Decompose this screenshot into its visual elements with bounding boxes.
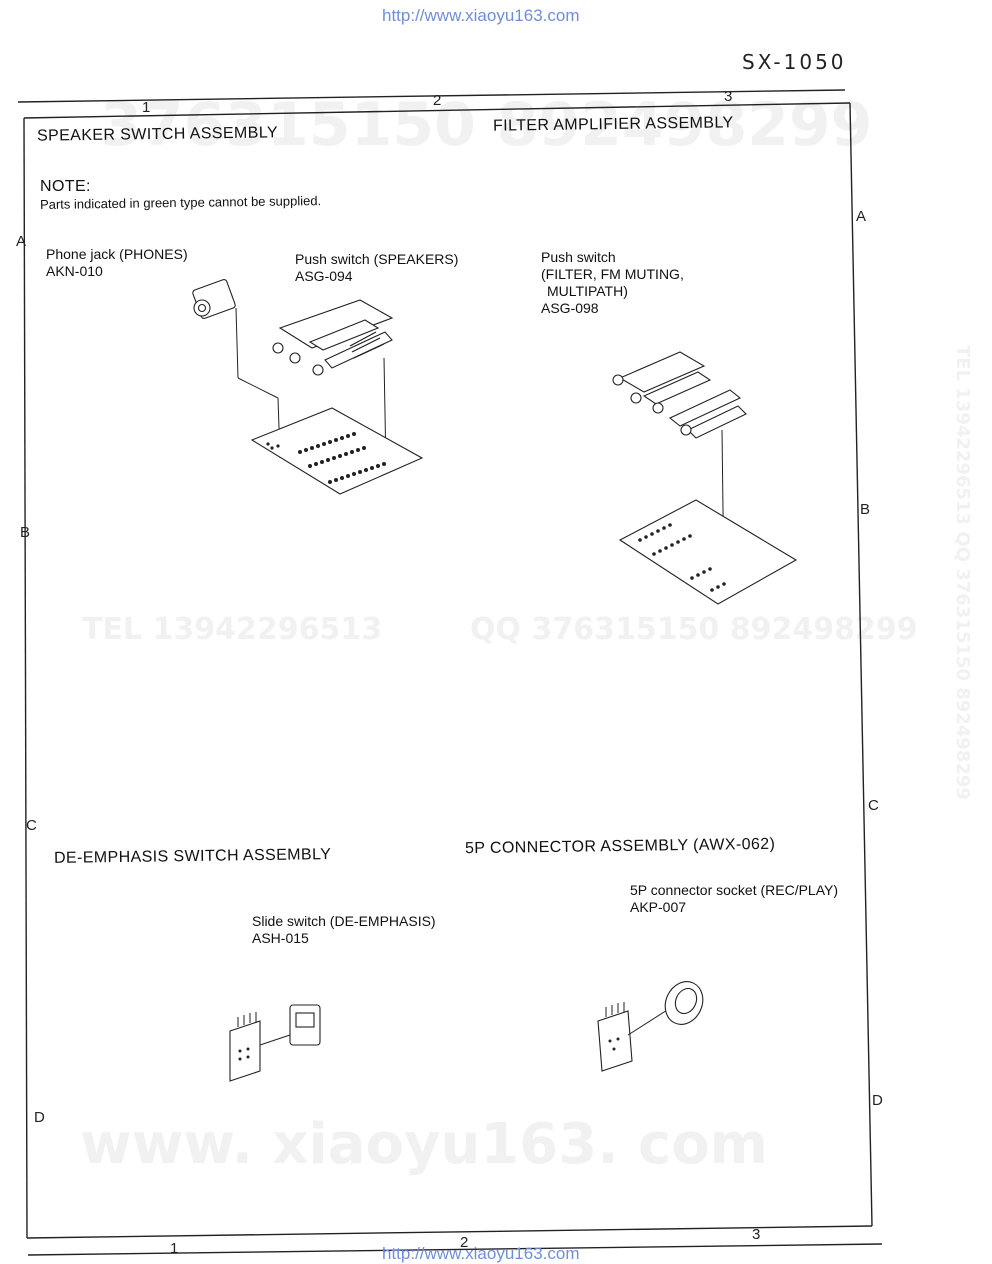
grid-col-top-2: 2	[433, 92, 442, 109]
model-number: SX-1050	[742, 50, 847, 74]
filter-push-switch-name: Push switch	[541, 249, 616, 265]
grid-col-top-1: 1	[142, 99, 151, 116]
slide-switch-name: Slide switch (DE-EMPHASIS)	[252, 913, 436, 929]
speaker-switch-heading: SPEAKER SWITCH ASSEMBLY	[36, 124, 279, 145]
speaker-push-switch-label: Push switch (SPEAKERS) ASG-094	[295, 251, 458, 285]
connector-socket-icon	[664, 981, 704, 1025]
grid-row-right-b: B	[860, 501, 871, 518]
slide-switch-part: ASH-015	[252, 930, 309, 946]
filter-push-switch-line2: (FILTER, FM MUTING,	[541, 266, 684, 282]
phone-jack-icon	[192, 279, 236, 319]
deemphasis-heading: DE-EMPHASIS SWITCH ASSEMBLY	[53, 846, 332, 867]
grid-row-left-b: B	[20, 524, 31, 541]
filter-amp-drawing	[612, 351, 798, 605]
slide-switch-label: Slide switch (DE-EMPHASIS) ASH-015	[252, 913, 436, 947]
connector-socket-part: AKP-007	[630, 899, 687, 915]
grid-col-bottom-1: 1	[170, 1240, 179, 1257]
connector-pcb-icon	[597, 1002, 633, 1072]
filter-push-switch-label: Push switch (FILTER, FM MUTING, MULTIPAT…	[541, 249, 684, 317]
grid-row-left-d: D	[34, 1109, 45, 1126]
filter-push-switch-block-icon	[612, 351, 747, 439]
bottom-url: http://www.xiaoyu163.com	[382, 1244, 580, 1263]
filter-pcb-icon	[618, 499, 798, 605]
filter-push-switch-line3: MULTIPATH)	[547, 283, 628, 299]
phone-jack-part: AKN-010	[46, 263, 103, 279]
grid-row-right-c: C	[868, 797, 879, 814]
filter-push-switch-part: ASG-098	[541, 300, 599, 316]
watermark-vertical: TEL 13942296513 QQ 376315150 892498299	[952, 345, 973, 800]
top-url: http://www.xiaoyu163.com	[382, 6, 580, 25]
grid-col-bottom-2: 2	[460, 1234, 469, 1251]
slide-switch-icon	[289, 1004, 321, 1046]
deemphasis-pcb-icon	[229, 1012, 261, 1082]
watermark-site: www. xiaoyu163. com	[80, 1112, 769, 1177]
speaker-push-switch-part: ASG-094	[295, 268, 353, 284]
grid-row-right-d: D	[872, 1092, 883, 1109]
watermark-tel: TEL 13942296513	[82, 612, 383, 647]
watermark-top: 376315150 892498299	[100, 90, 873, 160]
note-title: NOTE:	[40, 178, 91, 195]
connector-socket-label: 5P connector socket (REC/PLAY) AKP-007	[630, 882, 838, 916]
grid-row-left-c: C	[26, 817, 37, 834]
connector-drawing	[597, 981, 704, 1072]
phone-jack-name: Phone jack (PHONES)	[46, 246, 188, 262]
speaker-pcb-icon	[250, 407, 424, 495]
push-switch-block-icon	[272, 299, 394, 376]
grid-row-right-a: A	[856, 208, 867, 225]
speaker-switch-drawing	[192, 279, 424, 495]
grid-col-bottom-3: 3	[752, 1226, 761, 1243]
deemphasis-drawing	[229, 1004, 321, 1082]
grid-row-left-a: A	[16, 233, 27, 250]
grid-col-top-3: 3	[724, 88, 733, 105]
phone-jack-label: Phone jack (PHONES) AKN-010	[46, 246, 188, 280]
speaker-push-switch-name: Push switch (SPEAKERS)	[295, 251, 459, 267]
watermark-qq: QQ 376315150 892498299	[470, 612, 918, 647]
connector-socket-name: 5P connector socket (REC/PLAY)	[630, 882, 839, 898]
filter-amp-heading: FILTER AMPLIFIER ASSEMBLY	[492, 114, 734, 135]
